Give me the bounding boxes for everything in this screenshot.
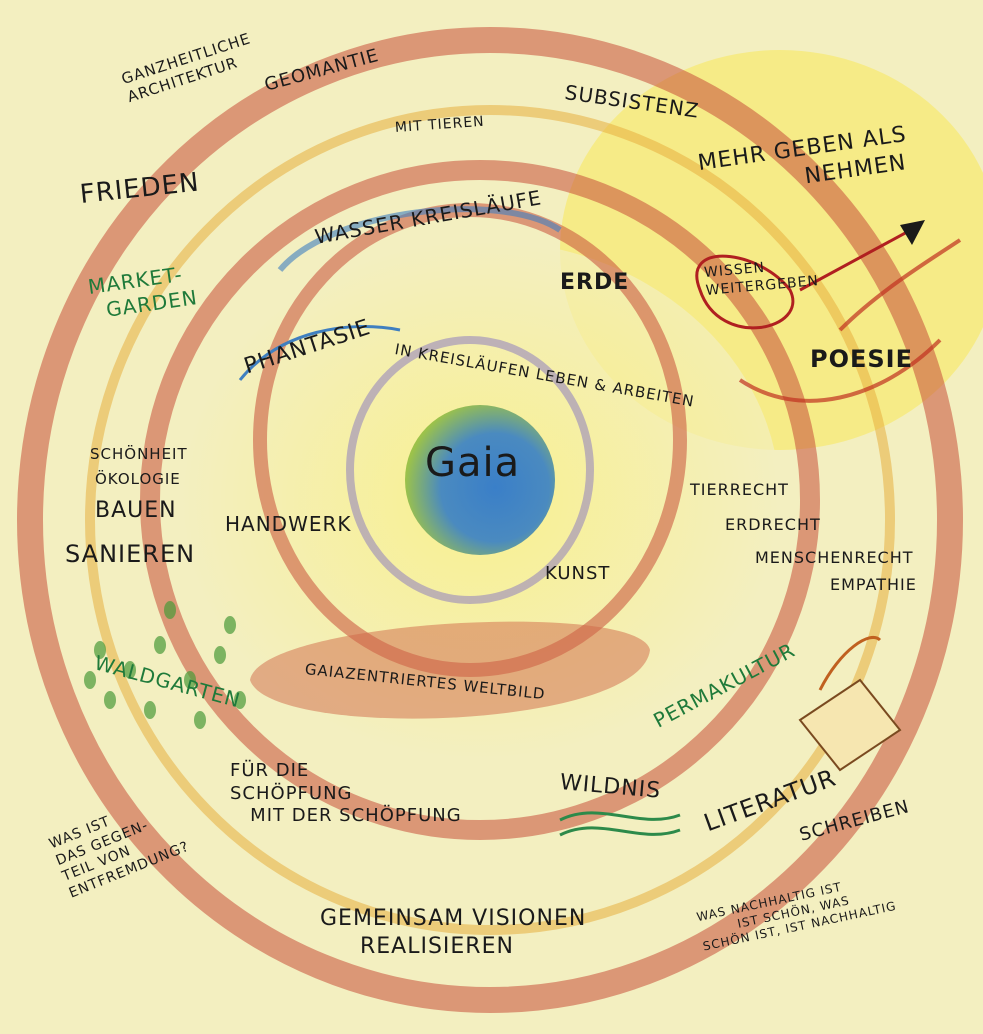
water-wave	[277, 206, 562, 272]
waldgarten-dots	[84, 601, 246, 729]
book-icon	[798, 636, 902, 772]
label-schoenheit: Schönheit	[90, 445, 188, 463]
wissen-loop	[695, 254, 795, 330]
label-visionen: Gemeinsam Visionen realisieren	[320, 906, 587, 959]
label-tierrecht: Tierrecht	[690, 480, 789, 499]
label-menschenrecht: Menschenrecht	[755, 548, 914, 567]
label-bauen: Bauen	[95, 498, 177, 523]
gaia-globe	[405, 405, 555, 555]
label-schoepfung: Für die Schöpfung mit der Schöpfung	[230, 760, 462, 826]
label-kunst: Kunst	[545, 563, 611, 584]
arrow-icon	[799, 223, 921, 292]
weltbild-banner	[250, 621, 650, 719]
label-erdrecht: Erdrecht	[725, 515, 821, 534]
label-erde: Erde	[560, 270, 630, 295]
phantasie-swirl	[238, 325, 401, 381]
label-handwerk: Handwerk	[225, 512, 352, 536]
label-poesie: Poesie	[810, 345, 913, 373]
label-empathie: Empathie	[830, 575, 917, 594]
gaia-center-label: Gaia	[425, 440, 521, 486]
red-flourish	[738, 238, 962, 403]
label-oekologie: Ökologie	[95, 470, 181, 488]
wildnis-waves	[559, 811, 681, 837]
label-sanieren: Sanieren	[65, 540, 196, 568]
